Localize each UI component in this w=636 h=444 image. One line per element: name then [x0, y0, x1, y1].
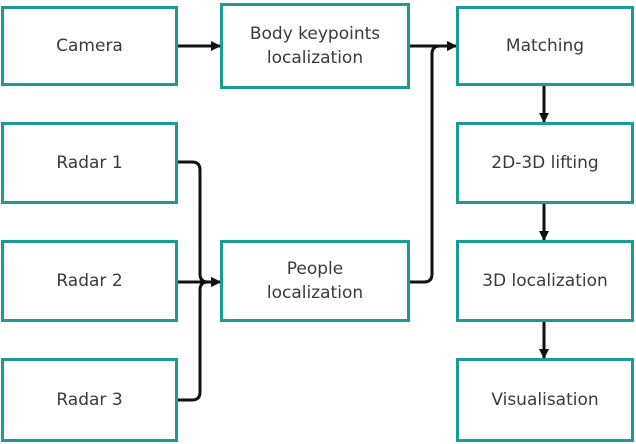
- node-people-localization-label: People localization: [266, 259, 364, 303]
- node-3d-localization: 3D localization: [456, 240, 634, 322]
- node-2d-3d-lifting: 2D-3D lifting: [456, 122, 634, 204]
- node-radar-2: Radar 2: [1, 240, 178, 322]
- node-body-keypoints-localization-label: Body keypoints localization: [249, 24, 381, 68]
- node-radar-2-label: Radar 2: [56, 271, 123, 291]
- node-visualisation-label: Visualisation: [491, 390, 599, 410]
- node-body-keypoints-localization: Body keypoints localization: [220, 3, 410, 89]
- node-radar-3: Radar 3: [1, 358, 178, 442]
- node-radar-1-label: Radar 1: [56, 153, 123, 173]
- node-people-localization: People localization: [220, 240, 410, 322]
- edge-people-localization-to-matching: [410, 41, 457, 284]
- node-visualisation: Visualisation: [456, 358, 634, 442]
- node-matching: Matching: [456, 6, 634, 86]
- node-3d-localization-label: 3D localization: [482, 271, 608, 291]
- edge-radar1-to-people-localization: [178, 160, 221, 287]
- edge-radar3-to-people-localization: [178, 277, 221, 402]
- node-radar-1: Radar 1: [1, 122, 178, 204]
- node-camera: Camera: [1, 6, 178, 86]
- node-matching-label: Matching: [505, 36, 585, 56]
- node-camera-label: Camera: [56, 36, 123, 56]
- node-radar-3-label: Radar 3: [56, 390, 123, 410]
- node-2d-3d-lifting-label: 2D-3D lifting: [491, 153, 599, 173]
